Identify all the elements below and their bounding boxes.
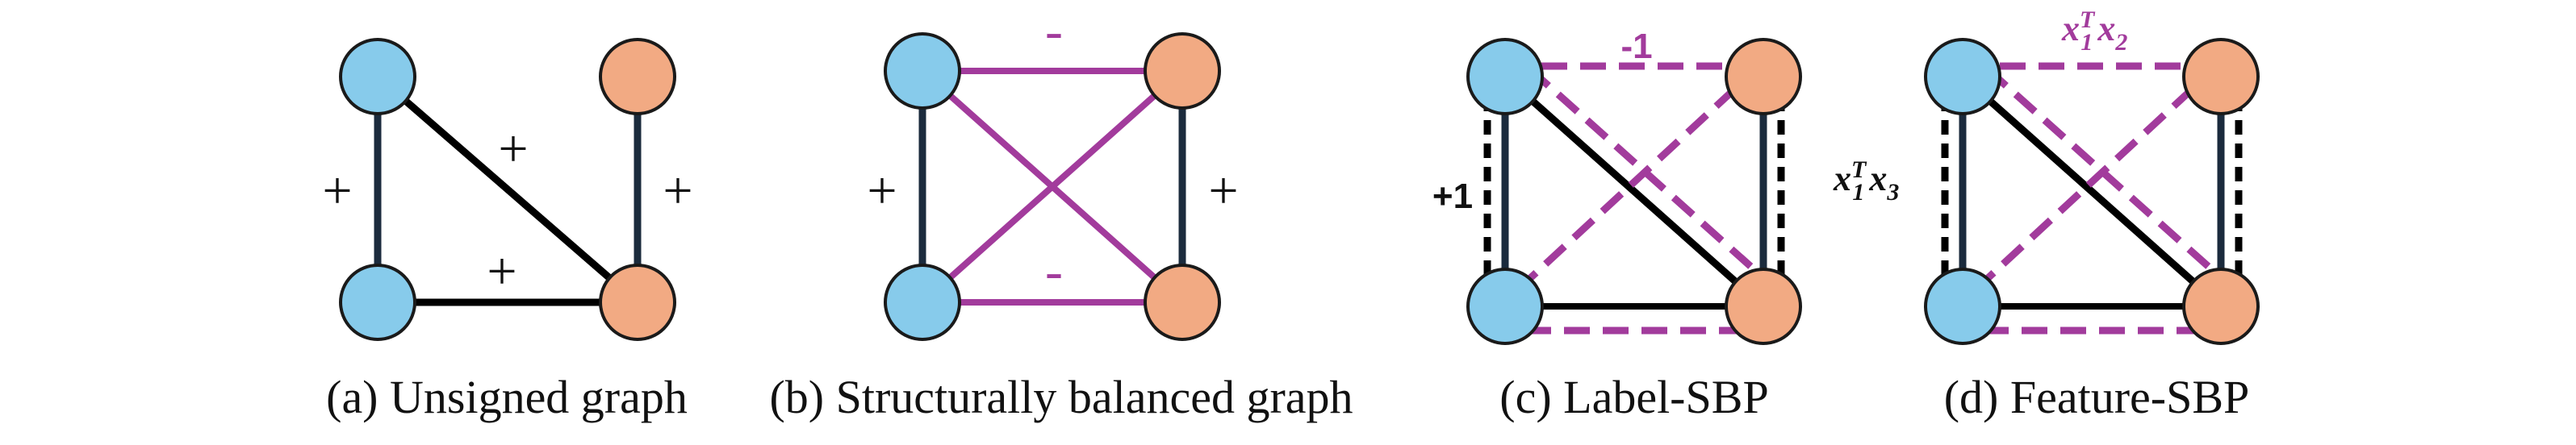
label-d-top-base2: x [2097,9,2115,48]
caption-b: (b) Structurally balanced graph [769,371,1353,423]
label-c-top: -1 [1620,27,1652,66]
edge-d-antidiagonal-dashed [1972,85,2196,293]
label-d-top-sub2: 2 [2114,29,2127,56]
panel-a: + + + + (a) Unsigned graph [322,38,693,423]
node-b-top-left [884,32,961,110]
edge-c-diagonal-solid [1503,73,1766,310]
caption-d: (d) Feature-SBP [1944,371,2250,423]
node-a-bottom-right [599,264,676,341]
label-d-top-base1: x [2061,9,2080,48]
sign-b-bottom: - [1045,242,1063,301]
sign-b-top: - [1045,2,1063,60]
edge-d-diagonal-solid [1960,73,2223,310]
node-d-bottom-left [1924,268,2001,345]
edge-a-diagonal [375,73,640,306]
node-b-bottom-right [1144,264,1221,341]
node-b-top-right [1144,32,1221,110]
node-c-top-left [1466,38,1544,115]
node-d-top-left [1924,38,2001,115]
node-d-bottom-right [2182,268,2260,345]
label-c-left: +1 [1432,177,1473,216]
sign-a-diagonal: + [498,119,528,178]
edge-c-antidiagonal-dashed [1514,85,1738,293]
sign-a-left: + [322,161,352,220]
edge-d-diagonal-dashed [1984,65,2220,277]
label-d-left-sub2: 3 [1886,179,1899,206]
caption-a: (a) Unsigned graph [326,371,688,423]
edge-b-diagonal-2 [920,69,1185,305]
node-a-bottom-left [339,264,416,341]
label-d-left-sub1: 1 [1852,179,1864,206]
sign-a-bottom: + [487,242,516,301]
sign-b-left: + [867,161,897,220]
node-c-bottom-right [1725,268,1802,345]
label-d-left-sup: T [1851,156,1867,183]
sign-b-right: + [1208,161,1238,220]
label-d-left-base2: x [1868,159,1887,198]
sign-a-right: + [663,161,692,220]
node-a-top-left [339,38,416,115]
node-c-bottom-left [1466,268,1544,345]
label-d-top-sub1: 1 [2080,29,2093,56]
edge-c-diagonal-dashed [1526,65,1763,277]
panel-b: - + + - (b) Structurally balanced graph [769,2,1353,423]
label-d-top-sup: T [2080,6,2096,33]
panel-c: -1 +1 (c) Label-SBP [1432,27,1802,423]
label-d-left-base1: x [1833,159,1851,198]
node-b-bottom-left [884,264,961,341]
node-a-top-right [599,38,676,115]
caption-c: (c) Label-SBP [1499,371,1768,423]
node-d-top-right [2182,38,2260,115]
node-c-top-right [1725,38,1802,115]
